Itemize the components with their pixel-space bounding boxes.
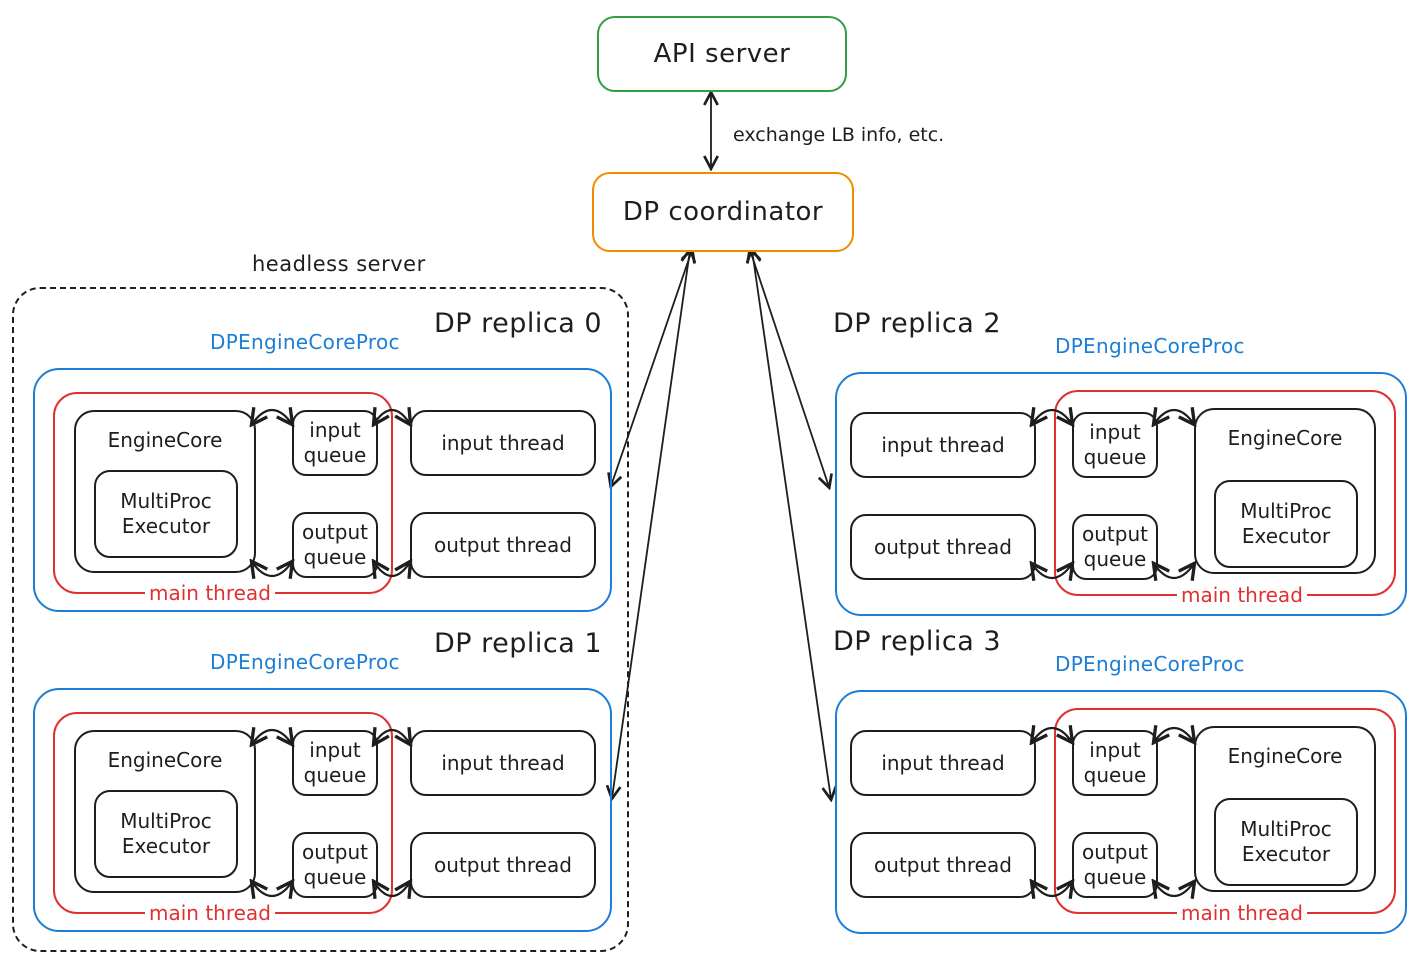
coordinator-replica3-arrow — [752, 250, 831, 799]
input-thread-box: input thread — [410, 410, 596, 476]
output-queue-label: output queue — [1082, 840, 1148, 889]
multiproc-executor-label: MultiProc Executor — [120, 809, 212, 858]
engine-core-label: EngineCore — [1227, 744, 1343, 768]
output-thread-box: output thread — [850, 514, 1036, 580]
exchange-lb-label: exchange LB info, etc. — [733, 124, 945, 146]
output-queue-box: output queue — [292, 512, 378, 578]
output-thread-box: output thread — [410, 832, 596, 898]
headless-server-label: headless server — [252, 252, 426, 276]
proc-label: DPEngineCoreProc — [210, 650, 400, 674]
dp-replica-2: DP replica 2 DPEngineCoreProc input thre… — [833, 308, 1407, 616]
engine-core-label: EngineCore — [107, 748, 223, 772]
output-thread-label: output thread — [434, 852, 572, 877]
input-queue-box: input queue — [1072, 730, 1158, 796]
api-server-label: API server — [653, 39, 791, 69]
replica-title: DP replica 0 — [434, 308, 603, 339]
output-queue-box: output queue — [1072, 832, 1158, 898]
input-queue-label: input queue — [303, 418, 367, 467]
headless-server-group — [12, 287, 629, 952]
main-thread-label: main thread — [1177, 902, 1307, 924]
engine-core-label: EngineCore — [1227, 426, 1343, 450]
input-thread-label: input thread — [441, 750, 565, 775]
main-thread-label: main thread — [145, 902, 275, 924]
input-queue-label: input queue — [1083, 420, 1147, 469]
input-queue-box: input queue — [292, 730, 378, 796]
engine-core-box: EngineCore MultiProc Executor — [1194, 726, 1376, 892]
output-thread-box: output thread — [850, 832, 1036, 898]
proc-label: DPEngineCoreProc — [1055, 334, 1245, 358]
input-thread-box: input thread — [850, 412, 1036, 478]
dp-replica-0: DP replica 0 DPEngineCoreProc EngineCore… — [33, 308, 612, 612]
multiproc-executor-label: MultiProc Executor — [1240, 499, 1332, 548]
engine-core-box: EngineCore MultiProc Executor — [74, 730, 256, 893]
engine-core-label: EngineCore — [107, 428, 223, 452]
input-thread-box: input thread — [850, 730, 1036, 796]
input-thread-label: input thread — [441, 430, 565, 455]
input-queue-label: input queue — [1083, 738, 1147, 787]
api-server-box: API server — [597, 16, 847, 92]
dp-coordinator-box: DP coordinator — [592, 172, 854, 252]
output-queue-label: output queue — [1082, 522, 1148, 571]
output-queue-box: output queue — [1072, 514, 1158, 580]
output-queue-box: output queue — [292, 832, 378, 898]
replica-title: DP replica 3 — [833, 626, 1002, 657]
multiproc-executor-box: MultiProc Executor — [1214, 480, 1358, 568]
output-queue-label: output queue — [302, 520, 368, 569]
dp-replica-1: DP replica 1 DPEngineCoreProc EngineCore… — [33, 628, 612, 932]
multiproc-executor-box: MultiProc Executor — [1214, 798, 1358, 886]
output-thread-label: output thread — [874, 852, 1012, 877]
main-thread-label: main thread — [1177, 584, 1307, 606]
coordinator-replica2-arrow — [750, 250, 829, 487]
output-thread-box: output thread — [410, 512, 596, 578]
multiproc-executor-label: MultiProc Executor — [1240, 817, 1332, 866]
engine-core-box: EngineCore MultiProc Executor — [1194, 408, 1376, 574]
main-thread-label: main thread — [145, 582, 275, 604]
input-queue-box: input queue — [292, 410, 378, 476]
dp-coordinator-label: DP coordinator — [622, 197, 824, 227]
output-thread-label: output thread — [434, 532, 572, 557]
input-thread-box: input thread — [410, 730, 596, 796]
multiproc-executor-box: MultiProc Executor — [94, 470, 238, 558]
proc-label: DPEngineCoreProc — [210, 330, 400, 354]
engine-core-box: EngineCore MultiProc Executor — [74, 410, 256, 573]
input-queue-label: input queue — [303, 738, 367, 787]
multiproc-executor-label: MultiProc Executor — [120, 489, 212, 538]
input-queue-box: input queue — [1072, 412, 1158, 478]
input-thread-label: input thread — [881, 432, 1005, 457]
multiproc-executor-box: MultiProc Executor — [94, 790, 238, 878]
replica-title: DP replica 1 — [434, 628, 603, 659]
output-queue-label: output queue — [302, 840, 368, 889]
replica-title: DP replica 2 — [833, 308, 1002, 339]
input-thread-label: input thread — [881, 750, 1005, 775]
dp-replica-3: DP replica 3 DPEngineCoreProc input thre… — [833, 626, 1407, 934]
output-thread-label: output thread — [874, 534, 1012, 559]
proc-label: DPEngineCoreProc — [1055, 652, 1245, 676]
